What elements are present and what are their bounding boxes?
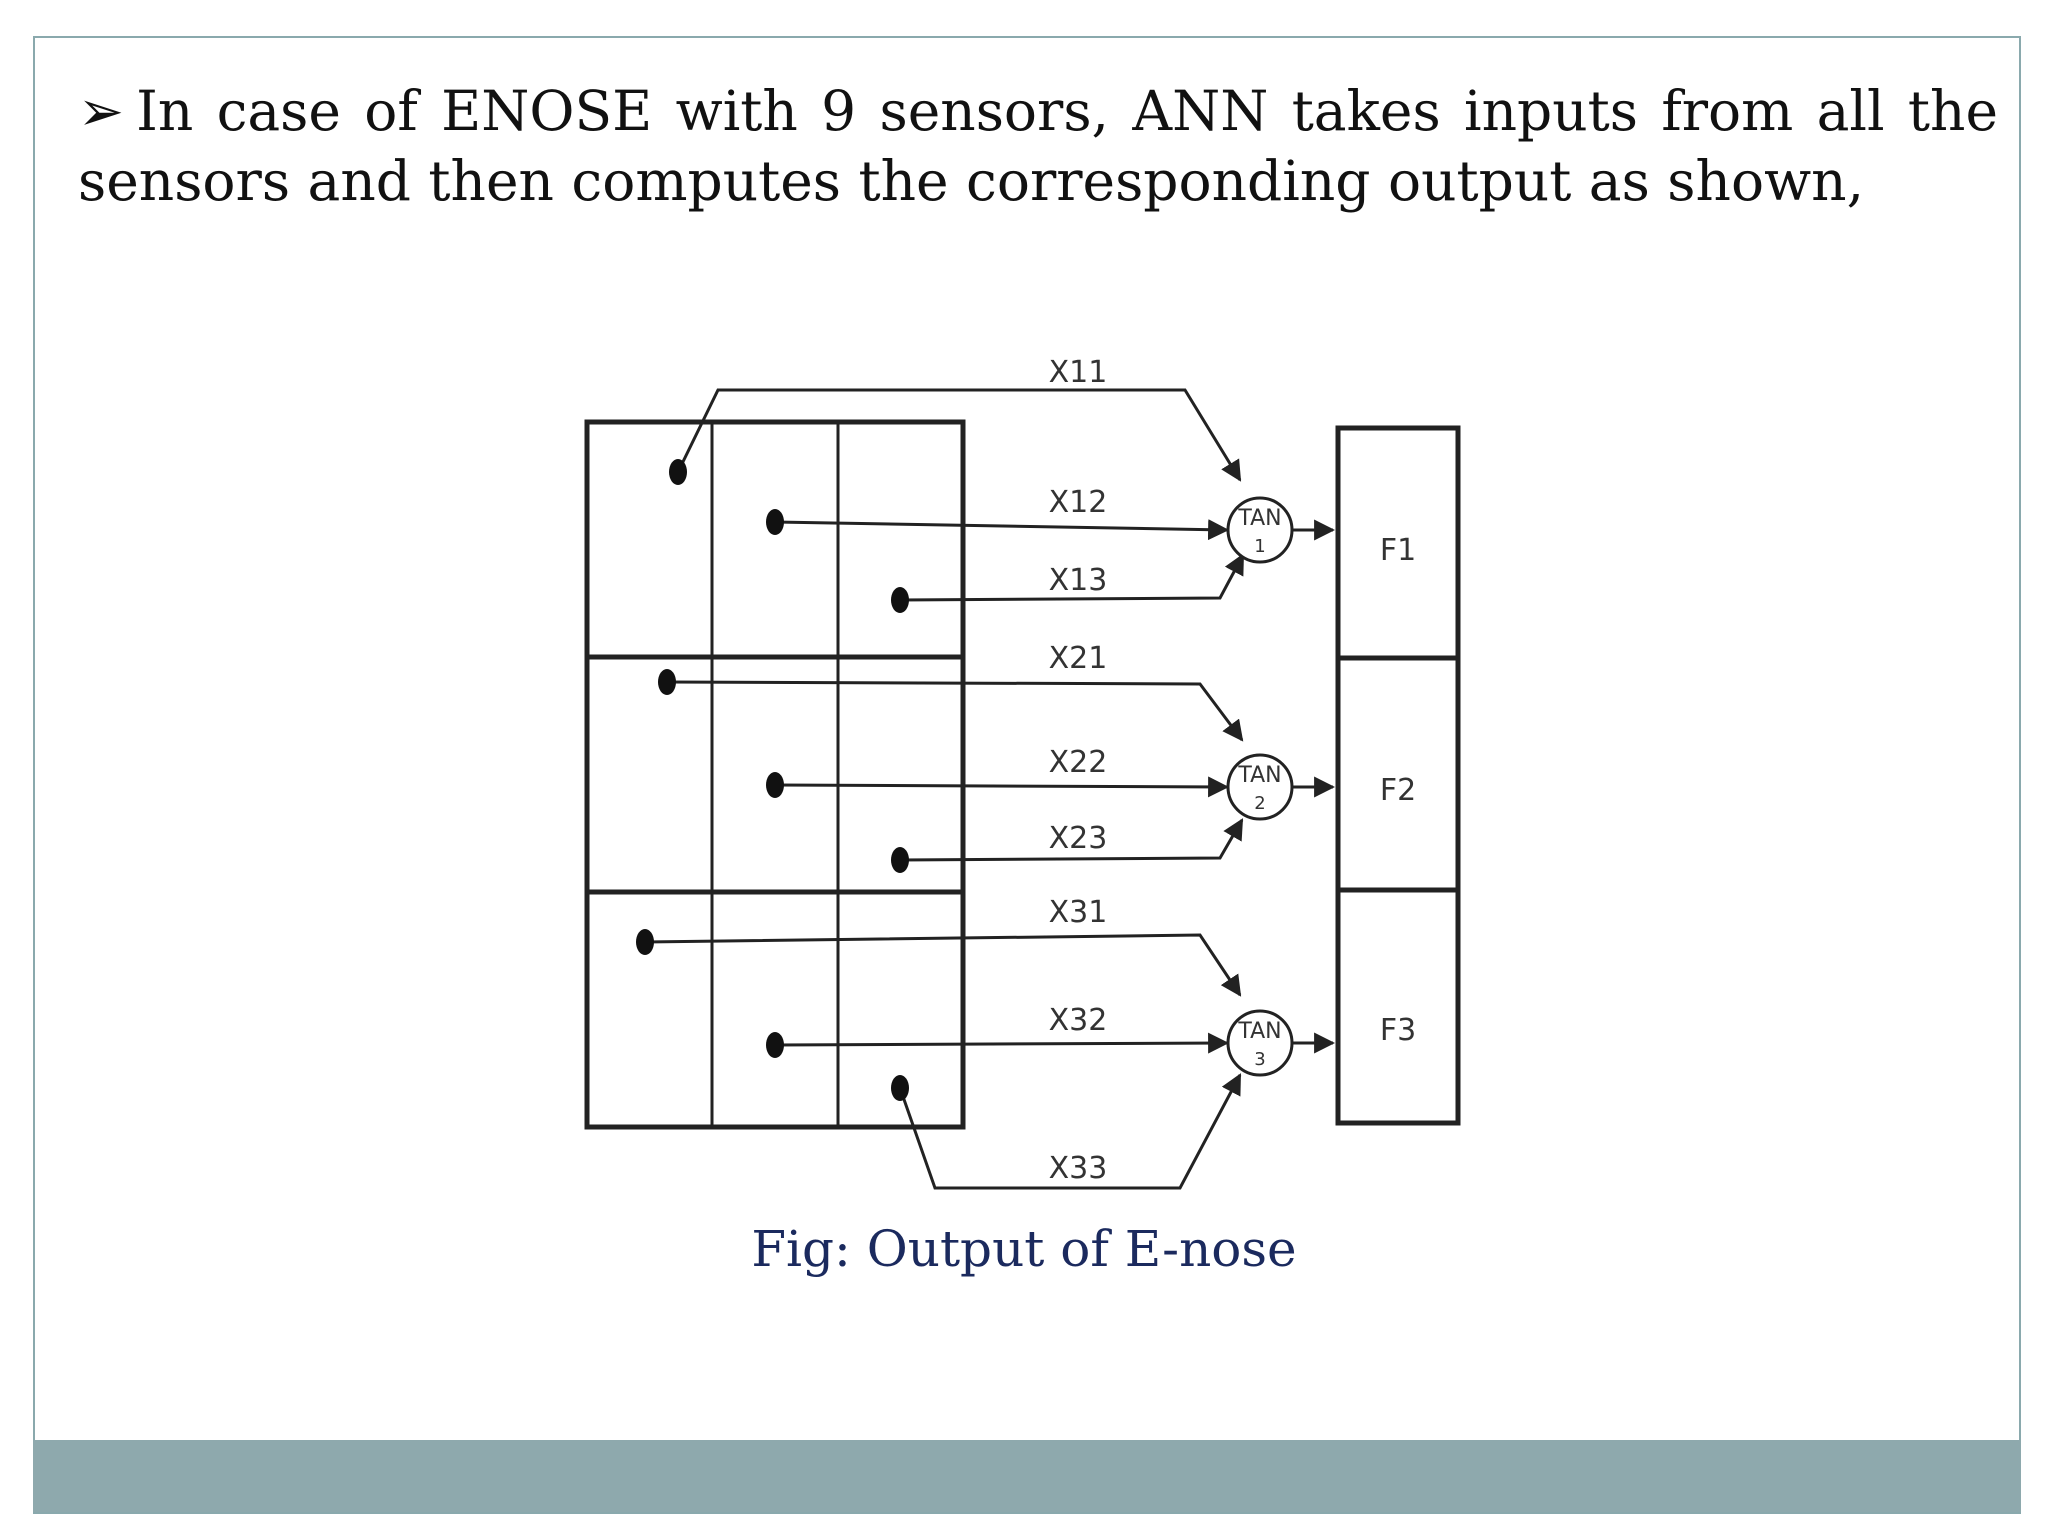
- sensor-dot: [658, 669, 676, 695]
- wire-x12: [774, 519, 1230, 541]
- tan-index: 1: [1254, 536, 1265, 557]
- slide-frame: [33, 36, 2021, 1514]
- wire-x21: [666, 680, 1244, 742]
- wire-label-x21: X21: [1049, 641, 1108, 676]
- tan-index: 3: [1254, 1049, 1265, 1070]
- wire-labels: X11 X12 X13 X21 X22 X23 X31 X32 X33: [1049, 355, 1108, 1186]
- wire-x32: [774, 1032, 1230, 1054]
- wire-x33: [898, 1073, 1242, 1190]
- sensor-dot: [891, 587, 909, 613]
- wire-label-x13: X13: [1049, 563, 1108, 598]
- tan-label: TAN: [1237, 763, 1281, 788]
- sensor-dot: [766, 1032, 784, 1058]
- sensor-dots: [636, 459, 909, 1101]
- wire-x11: [676, 388, 1242, 482]
- sensor-dot: [891, 847, 909, 873]
- tan-neuron-1: TAN 1: [1226, 496, 1294, 564]
- output-label-f1: F1: [1380, 533, 1416, 568]
- wire-label-x23: X23: [1049, 821, 1108, 856]
- sensor-dot: [891, 1075, 909, 1101]
- tan-label: TAN: [1237, 1019, 1281, 1044]
- wire-x31: [644, 933, 1242, 997]
- wires: [644, 388, 1245, 1190]
- bullet-arrow-icon: ➢: [78, 79, 125, 143]
- wire-x13: [899, 553, 1245, 602]
- bullet-paragraph: ➢In case of ENOSE with 9 sensors, ANN ta…: [78, 76, 1998, 216]
- wire-label-x12: X12: [1049, 485, 1108, 520]
- wire-label-x33: X33: [1049, 1151, 1108, 1186]
- wire-label-x11: X11: [1049, 355, 1108, 390]
- sensor-dot: [669, 459, 687, 485]
- tan-index: 2: [1254, 793, 1265, 814]
- sensor-dot: [766, 509, 784, 535]
- wire-x23: [899, 818, 1244, 862]
- wire-label-x32: X32: [1049, 1003, 1108, 1038]
- sensor-array: [584, 419, 966, 1130]
- sensor-array-outline: [584, 419, 966, 1130]
- bullet-text: In case of ENOSE with 9 sensors, ANN tak…: [78, 79, 1998, 213]
- footer-band: [33, 1440, 2021, 1512]
- sensor-dot: [636, 929, 654, 955]
- tan-neuron-2: TAN 2: [1226, 753, 1294, 821]
- output-label-f2: F2: [1380, 773, 1416, 808]
- wire-label-x31: X31: [1049, 895, 1108, 930]
- wire-label-x22: X22: [1049, 745, 1108, 780]
- tan-neuron-3: TAN 3: [1226, 1009, 1294, 1077]
- output-arrows: [1292, 519, 1336, 1054]
- output-label-f3: F3: [1380, 1013, 1416, 1048]
- tan-label: TAN: [1237, 506, 1281, 531]
- output-column-outline: [1335, 425, 1461, 1126]
- sensor-dot: [766, 772, 784, 798]
- output-column: [1335, 425, 1461, 1126]
- wire-x22: [774, 776, 1230, 798]
- figure-caption: Fig: Output of E-nose: [751, 1220, 1297, 1278]
